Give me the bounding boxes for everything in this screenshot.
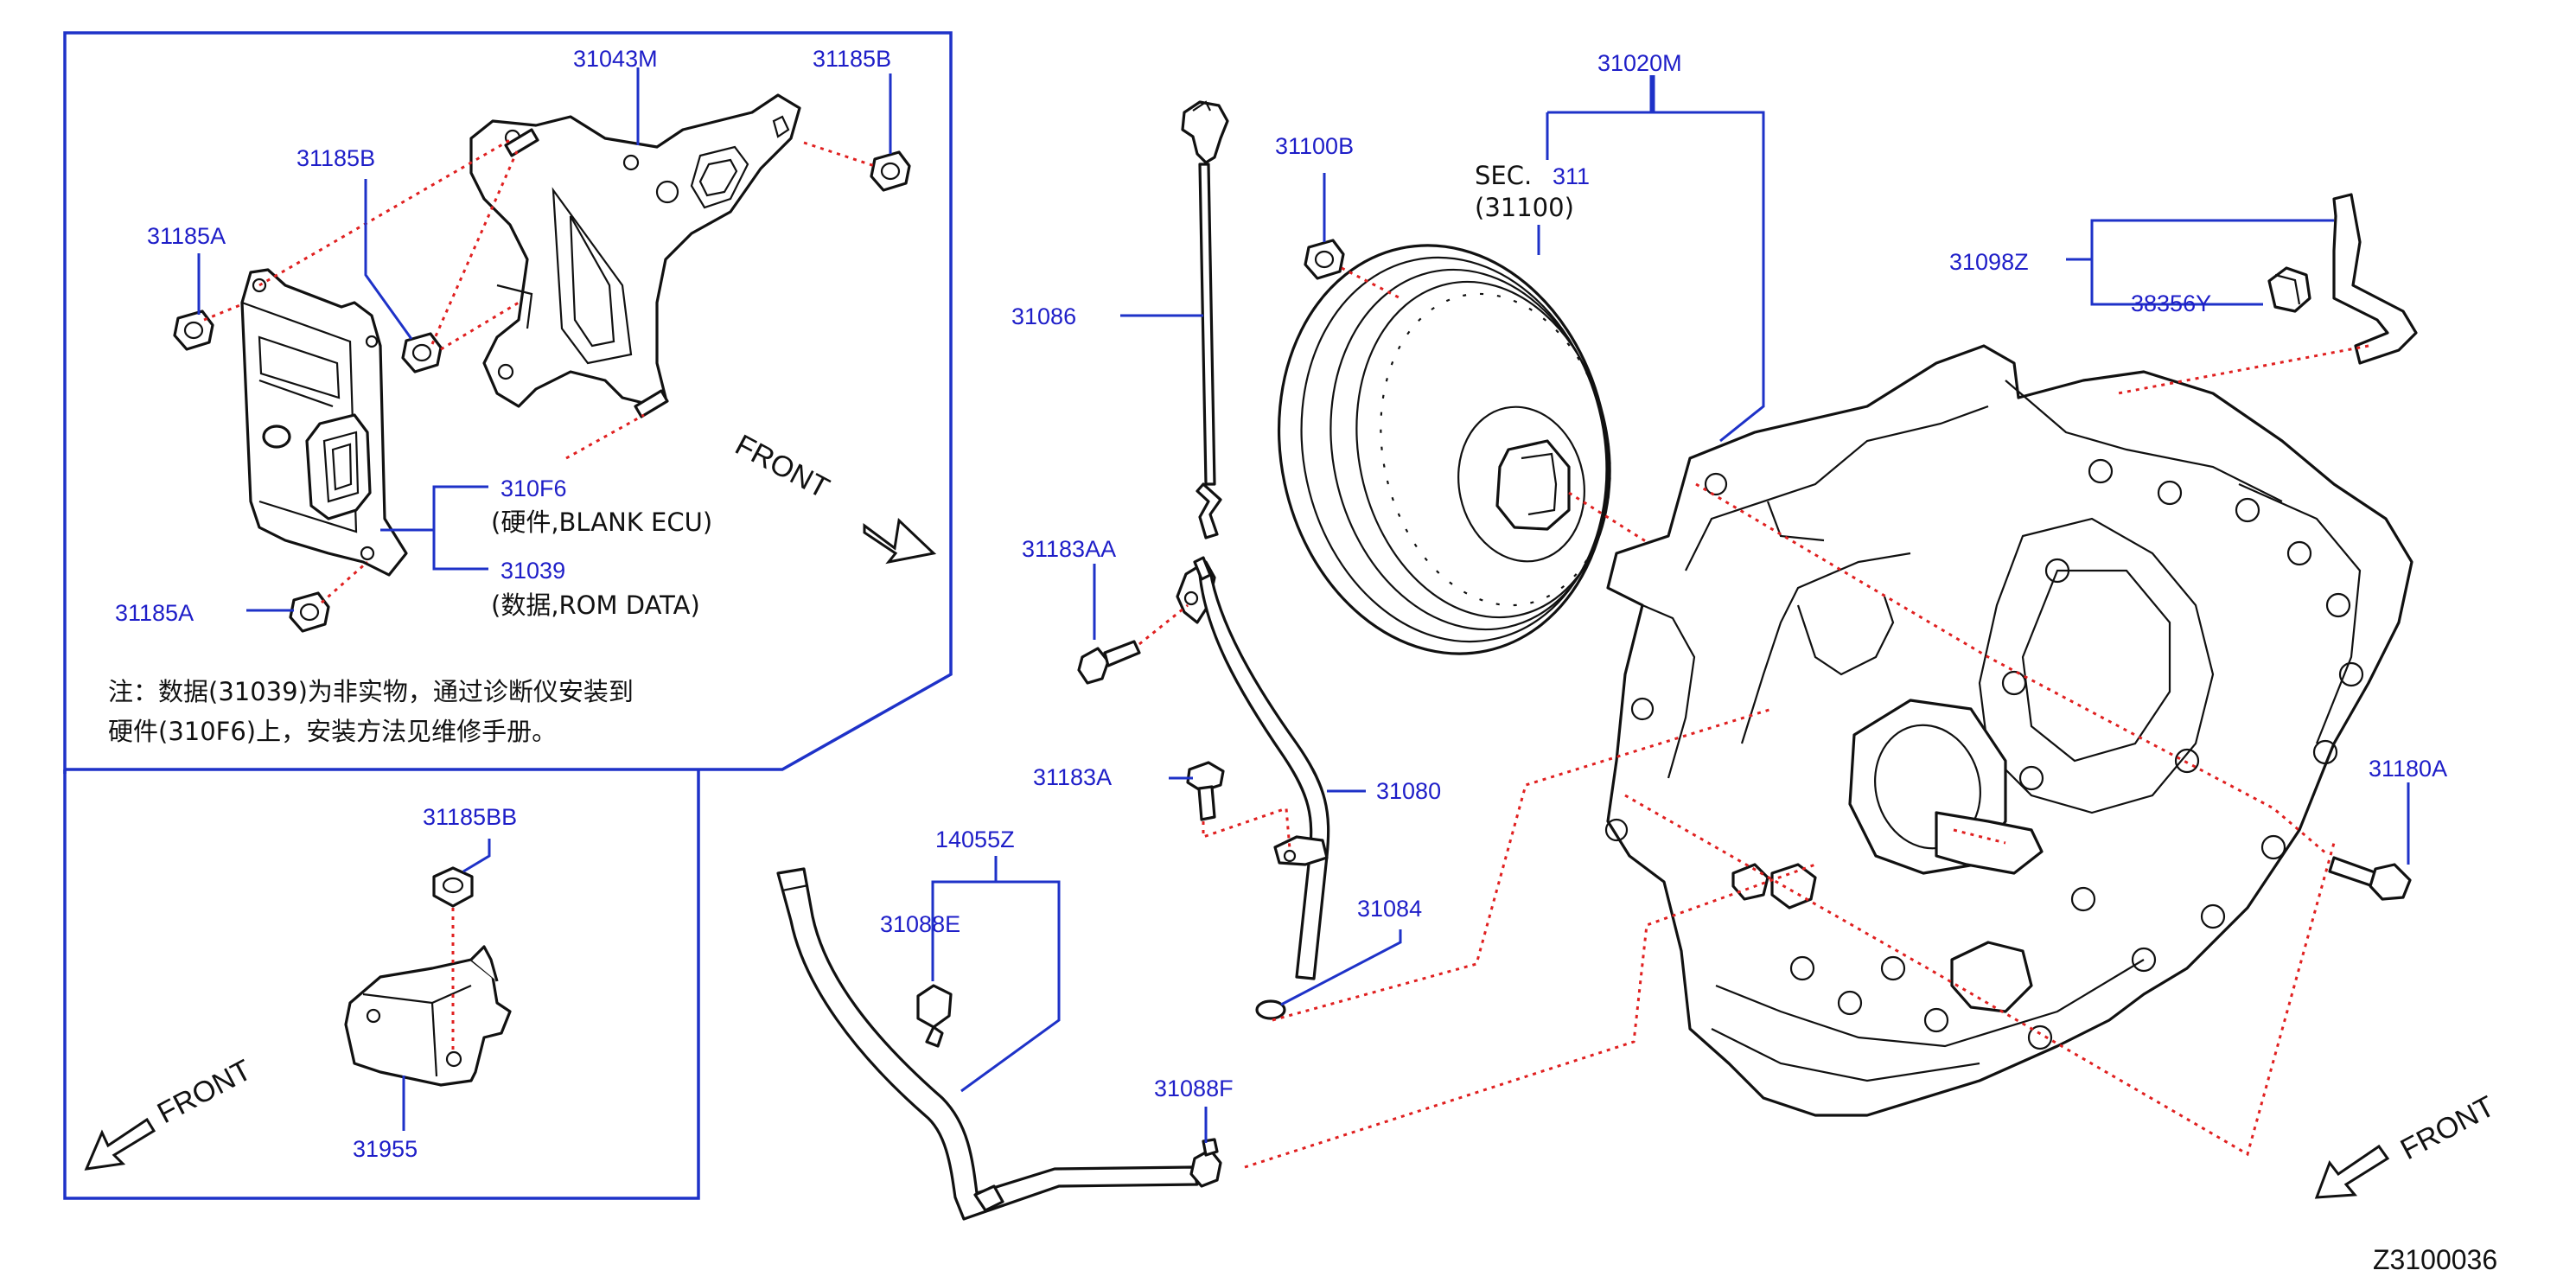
label-31185B-top: 31185B <box>813 46 891 72</box>
label-310F6-desc: (硬件,BLANK ECU) <box>491 507 712 537</box>
tube-31080[interactable] <box>1176 556 1330 980</box>
dipstick-31086[interactable] <box>1181 100 1229 539</box>
front-arrow-right-icon <box>2314 1144 2390 1199</box>
oring-31084-icon <box>1255 999 1286 1020</box>
sensor-31955[interactable] <box>344 945 512 1087</box>
front-arrow-left-icon <box>84 1117 156 1171</box>
label-31098Z: 31098Z <box>1949 249 2029 275</box>
label-31043M: 31043M <box>573 46 658 72</box>
front-arrow-top-icon <box>863 517 937 565</box>
label-31185BB: 31185BB <box>423 804 517 830</box>
label-sec-311: 311 <box>1553 163 1590 189</box>
nut-31185B-left-icon <box>401 332 443 373</box>
label-31039-desc: (数据,ROM DATA) <box>491 590 700 620</box>
note-line-2: 硬件(310F6)上，安装方法见维修手册。 <box>108 717 557 746</box>
front-indicator-top: FRONT <box>730 429 834 506</box>
clamp-31088F-icon <box>1189 1138 1222 1188</box>
front-indicator-left: FRONT <box>152 1054 257 1131</box>
nut-31185A-top-icon <box>173 310 214 351</box>
dotted-connectors-transmission <box>1244 344 2369 1169</box>
label-31080: 31080 <box>1376 778 1441 804</box>
transmission-bolt-heads <box>1604 458 2364 1050</box>
label-31183A: 31183A <box>1033 764 1112 790</box>
label-38356Y: 38356Y <box>2131 290 2211 316</box>
figure-id: Z3100036 <box>2373 1244 2497 1275</box>
label-31183AA: 31183AA <box>1022 536 1116 562</box>
label-31088F: 31088F <box>1154 1076 1234 1101</box>
label-31955: 31955 <box>353 1136 418 1162</box>
leaders-transmission <box>1546 75 2410 865</box>
dotted-connector-31183A <box>1202 806 1291 850</box>
label-31185A-bottom: 31185A <box>115 600 194 626</box>
fitting-38356Y-icon <box>2267 266 2311 313</box>
label-31086: 31086 <box>1011 303 1076 329</box>
bolt-31183A-icon <box>1186 761 1225 821</box>
hose-14055Z[interactable] <box>776 867 1199 1221</box>
leaders-top-left <box>197 67 892 612</box>
note-line-1: 注：数据(31039)为非实物，通过诊断仪安装到 <box>108 677 634 706</box>
label-31020M: 31020M <box>1597 50 1682 76</box>
leader-31084 <box>1280 929 1402 1006</box>
bolt-31180A-icon <box>2328 856 2412 901</box>
leader-14055Z <box>931 880 1061 1093</box>
nut-31185B-top-icon <box>870 150 911 192</box>
label-31039: 31039 <box>501 558 565 584</box>
clamp-31088E-icon <box>916 984 953 1048</box>
inset-frames <box>63 31 953 1200</box>
nut-31185BB-icon <box>432 866 474 908</box>
dotted-connector-31100B <box>1341 266 1401 300</box>
transmission-31020M[interactable] <box>1606 344 2413 1117</box>
label-sec: SEC. <box>1475 161 1532 190</box>
dotted-connector-31183AA <box>1138 603 1189 646</box>
label-31100B: 31100B <box>1275 133 1354 159</box>
hose-31098Z[interactable] <box>2332 193 2418 365</box>
torque-converter[interactable] <box>1242 214 1646 685</box>
label-sec-31100: (31100) <box>1475 193 1574 222</box>
stud-bolt-icon <box>504 128 669 418</box>
label-31185A-top: 31185A <box>147 223 226 249</box>
label-31088E: 31088E <box>880 911 960 937</box>
nut-31100B-icon <box>1304 239 1345 280</box>
label-310F6: 310F6 <box>501 476 567 501</box>
dotted-connectors-ecu <box>203 138 876 604</box>
leader-31185BB <box>462 839 491 873</box>
front-indicator-right: FRONT <box>2395 1090 2500 1167</box>
dotted-connector-converter <box>1568 491 1652 546</box>
bolt-31183AA-icon <box>1077 640 1141 685</box>
label-31084: 31084 <box>1357 896 1422 922</box>
label-31180A: 31180A <box>2369 756 2447 782</box>
label-31185B-left: 31185B <box>296 145 375 171</box>
nut-31185A-bottom-icon <box>289 591 330 633</box>
ecu-310F6[interactable] <box>240 268 408 577</box>
bracket-31043M[interactable] <box>469 93 801 408</box>
label-14055Z: 14055Z <box>935 827 1015 852</box>
